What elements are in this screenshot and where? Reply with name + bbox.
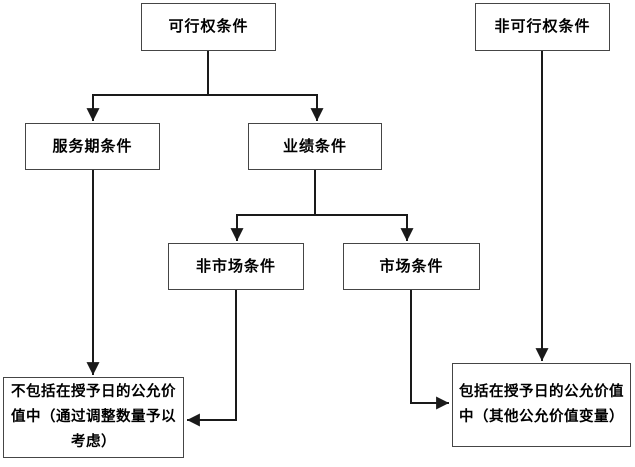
- node-excluded-from-grant-date-fair-value-label: 不包括在授予日的公允价值中（通过调整数量予以考虑）: [11, 384, 176, 450]
- node-vesting-conditions-label: 可行权条件: [168, 18, 249, 36]
- connector-market-to-included: [410, 289, 450, 410]
- node-included-in-grant-date-fair-value-label: 包括在授予日的公允价值中（其他公允价值变量）: [459, 384, 624, 425]
- connector-vesting-stem: [92, 50, 318, 96]
- node-included-in-grant-date-fair-value: 包括在授予日的公允价值中（其他公允价值变量）: [452, 363, 631, 447]
- node-performance-condition: 业绩条件: [248, 123, 382, 170]
- node-excluded-from-grant-date-fair-value: 不包括在授予日的公允价值中（通过调整数量予以考虑）: [3, 377, 184, 458]
- node-service-period-condition-label: 服务期条件: [52, 137, 133, 155]
- node-non-market-condition-label: 非市场条件: [195, 257, 276, 275]
- connector-performance-stem: [236, 169, 408, 216]
- node-performance-condition-label: 业绩条件: [282, 137, 347, 155]
- node-non-vesting-conditions-label: 非可行权条件: [494, 18, 591, 36]
- node-non-vesting-conditions: 非可行权条件: [475, 3, 610, 51]
- node-non-market-condition: 非市场条件: [168, 243, 304, 290]
- node-vesting-conditions: 可行权条件: [141, 3, 276, 51]
- connector-non-market-to-excluded: [186, 289, 237, 427]
- node-market-condition: 市场条件: [343, 243, 480, 290]
- node-market-condition-label: 市场条件: [379, 257, 444, 275]
- node-service-period-condition: 服务期条件: [25, 123, 160, 170]
